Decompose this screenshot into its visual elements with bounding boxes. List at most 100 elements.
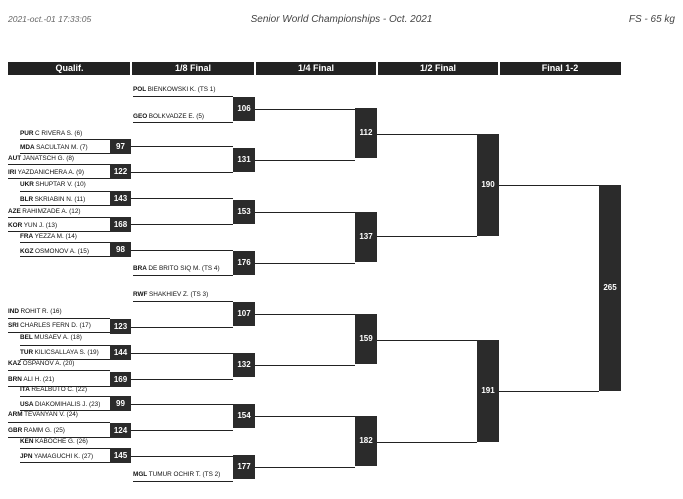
country-code: SRI: [8, 322, 19, 329]
bout-number[interactable]: 106: [233, 97, 255, 121]
bout-number[interactable]: 123: [110, 319, 131, 334]
bracket-line: [377, 134, 477, 135]
bout-number[interactable]: 265: [599, 185, 621, 391]
column-divider: [376, 62, 378, 75]
wrestler-name: C RIVERA S. (6): [35, 130, 83, 137]
bout-number[interactable]: 107: [233, 302, 255, 326]
wrestler-name: JANATSCH G. (8): [22, 155, 75, 162]
bracket-line: [8, 422, 110, 423]
wrestler-name: KILICSALLAYA S. (19): [34, 349, 99, 356]
bout-number[interactable]: 124: [110, 423, 131, 438]
bracket-line: [131, 379, 233, 380]
wrestler-name: BOLKVADZE E. (5): [148, 113, 204, 120]
bout-number[interactable]: 98: [110, 242, 131, 257]
bracket-line: [8, 370, 110, 371]
event-title: Senior World Championships - Oct. 2021: [250, 14, 433, 25]
bout-number[interactable]: 190: [477, 134, 499, 236]
bout-number[interactable]: 145: [110, 448, 131, 463]
country-code: BRA: [133, 265, 147, 272]
bracket-line: [133, 122, 233, 123]
bout-number[interactable]: 143: [110, 191, 131, 206]
bout-number[interactable]: 159: [355, 314, 377, 364]
bout-number[interactable]: 97: [110, 139, 131, 154]
print-timestamp: 2021-oct.-01 17:33:05: [8, 14, 92, 24]
wrestler-name: KABOCHE G. (26): [35, 438, 88, 445]
bracket-line: [131, 456, 233, 457]
wrestler-name: OSMONOV A. (15): [35, 248, 89, 255]
country-code: ITA: [20, 386, 30, 393]
country-code: GBR: [8, 427, 23, 434]
bout-number[interactable]: 137: [355, 212, 377, 262]
bracket-line: [20, 462, 110, 463]
bout-number[interactable]: 131: [233, 148, 255, 172]
bracket-line: [20, 139, 110, 140]
wrestler-name: RAHIMZADE A. (12): [22, 208, 81, 215]
bout-number[interactable]: 144: [110, 345, 131, 360]
bracket-line: [255, 160, 355, 161]
bracket-line: [255, 416, 355, 417]
bracket-line: [20, 256, 110, 257]
bracket-line: [8, 231, 110, 232]
bracket-line: [499, 391, 599, 392]
country-code: IRI: [8, 169, 17, 176]
bout-number[interactable]: 176: [233, 251, 255, 275]
bracket-line: [131, 146, 233, 147]
weight-category: FS - 65 kg: [628, 14, 675, 25]
bracket-line: [133, 481, 233, 482]
wrestler-name: SHAKHIEV Z. (TS 3): [148, 291, 209, 298]
bout-number[interactable]: 122: [110, 164, 131, 179]
bracket-line: [377, 442, 477, 443]
bracket-line: [255, 109, 355, 110]
bout-number[interactable]: 182: [355, 416, 377, 466]
bout-number[interactable]: 112: [355, 108, 377, 158]
bout-number[interactable]: 99: [110, 396, 131, 411]
wrestler-name: TUMUR OCHIR T. (TS 2): [148, 471, 221, 478]
bout-number[interactable]: 154: [233, 404, 255, 428]
country-code: ARM: [8, 411, 23, 418]
country-code: AUT: [8, 155, 22, 162]
column-divider: [498, 62, 500, 75]
wrestler-name: RAMM G. (25): [23, 427, 65, 434]
bout-number[interactable]: 169: [110, 372, 131, 387]
bout-number[interactable]: 177: [233, 455, 255, 479]
bracket-line: [8, 386, 110, 387]
wrestler-name: CHARLES FERN D. (17): [20, 322, 91, 329]
bout-number[interactable]: 191: [477, 340, 499, 442]
bout-number[interactable]: 168: [110, 217, 131, 232]
bout-number[interactable]: 132: [233, 353, 255, 377]
bracket-line: [8, 332, 110, 333]
bracket-line: [131, 327, 233, 328]
bout-number[interactable]: 153: [233, 200, 255, 224]
bracket-line: [8, 217, 110, 218]
bracket-line: [133, 96, 233, 97]
bracket-line: [131, 430, 233, 431]
bracket-line: [20, 396, 110, 397]
